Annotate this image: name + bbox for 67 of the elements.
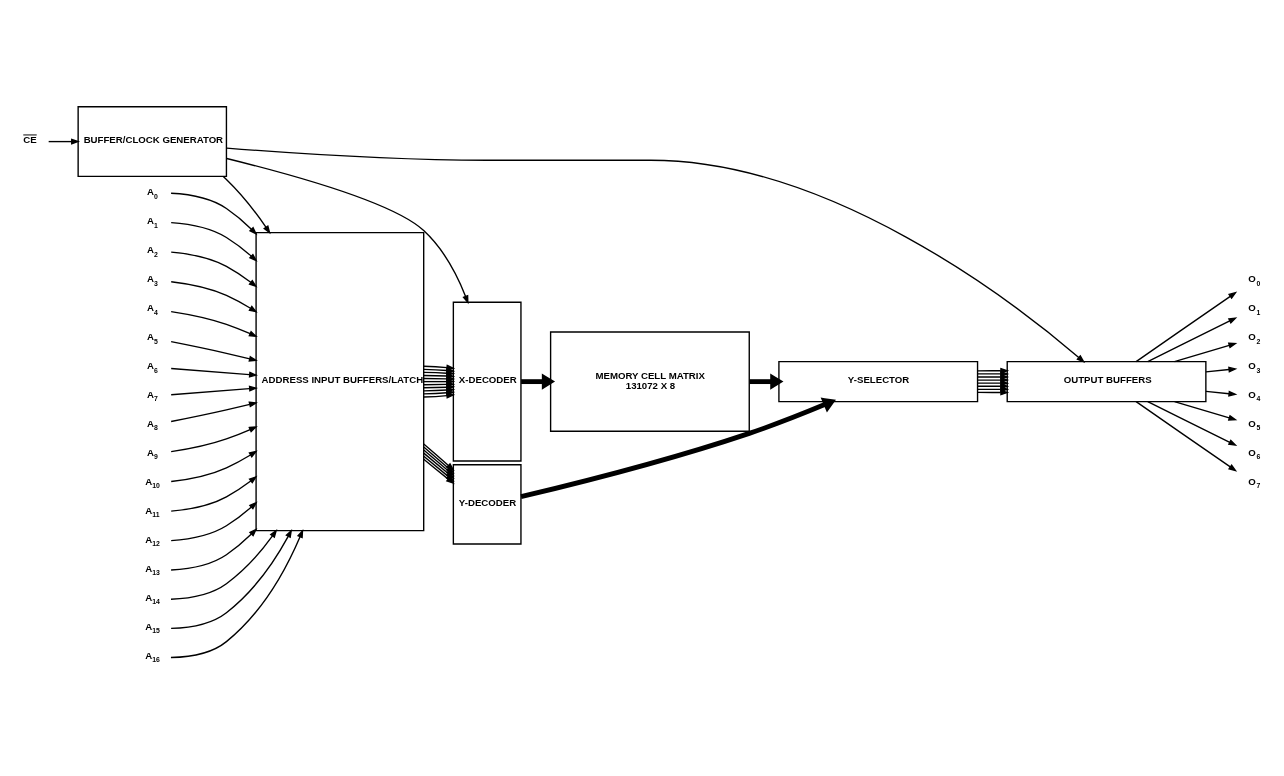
arrow [170,475,258,512]
arrow [226,147,1086,363]
arrow [170,401,258,423]
node-text: O$_{5}$ [1248,417,1261,432]
node-box: BUFFER/CLOCK GENERATOR [77,106,228,178]
arrow [1135,291,1238,363]
arrow [170,426,258,453]
node-text: A$_{9}$ [147,446,158,461]
arrow [521,373,556,390]
node-text: O$_{4}$ [1248,388,1261,403]
node-box: MEMORY CELL MATRIX 131072 X 8 [549,331,750,432]
arrow [222,175,271,235]
arrow [423,364,456,371]
arrow [170,450,258,483]
arrow [749,373,784,390]
node-text: O$_{0}$ [1248,273,1261,287]
arrow [170,528,304,659]
arrow [170,528,258,571]
arrow [1173,400,1238,421]
node-text: A$_{4}$ [147,302,158,316]
node-text: A$_{5}$ [147,331,158,345]
node-text: O$_{7}$ [1248,475,1261,490]
node-text: A$_{6}$ [147,360,158,374]
arrow [170,192,258,236]
arrow [170,341,258,362]
node-text: A$_{1}$ [147,215,158,229]
arrow [170,385,258,396]
arrow [170,221,258,262]
node-box: X-DECODER [452,301,522,462]
node-text: A$_{0}$ [147,186,158,200]
arrow [1147,317,1238,363]
arrow [977,367,1010,374]
arrow [1147,401,1238,447]
arrow [1135,400,1238,472]
node-text: A$_{2}$ [147,244,158,258]
arrow [170,367,258,378]
arrow [520,397,836,500]
node-text: A$_{15}$ [145,620,160,635]
node-text: O$_{3}$ [1248,360,1261,374]
node-box: ADDRESS INPUT BUFFERS/LATCH [255,231,425,532]
node-text: A$_{14}$ [145,591,160,606]
node-box: Y-SELECTOR [778,360,979,403]
node-text: O$_{2}$ [1248,331,1261,345]
arrow [226,157,469,305]
node-text: O$_{6}$ [1248,446,1261,461]
node-box: OUTPUT BUFFERS [1006,360,1207,403]
arrow [170,251,258,288]
node-text: A$_{8}$ [147,417,158,432]
node-text: A$_{7}$ [147,388,158,403]
arrow [170,528,293,630]
node-text: A$_{3}$ [147,273,158,287]
arrow [170,281,258,313]
arrow [170,501,258,542]
node-text: A$_{11}$ [145,504,160,519]
arrow [170,310,258,338]
node-box: Y-DECODER [452,464,522,545]
node-text: A$_{12}$ [145,533,160,548]
arrow [1173,342,1238,363]
arrow [48,138,81,145]
node-text: A$_{16}$ [145,649,160,664]
node-text: CE [23,134,37,146]
node-text: O$_{1}$ [1248,302,1261,316]
arrow [1205,390,1238,397]
arrow [170,529,278,600]
node-text: A$_{10}$ [145,475,160,490]
arrow [1205,366,1238,373]
node-text: A$_{13}$ [145,562,160,577]
